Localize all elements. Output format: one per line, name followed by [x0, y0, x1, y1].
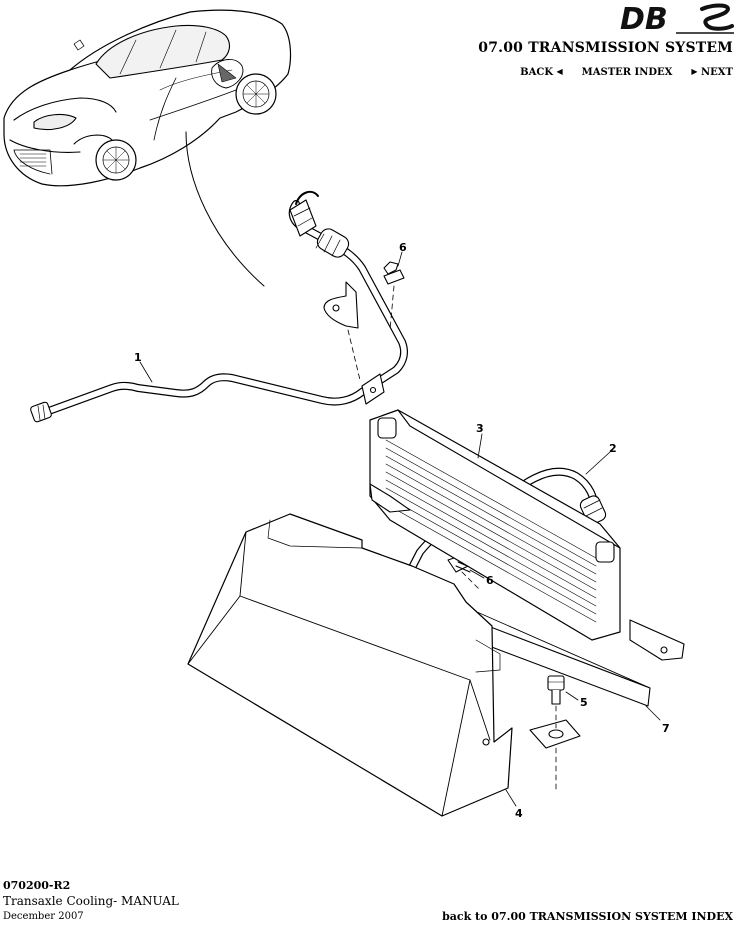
assembly-guide-lines: [347, 285, 557, 791]
triangle-right-icon: ▶: [691, 66, 698, 76]
callout-leaders: [139, 251, 661, 807]
dbs-logo: DB: [620, 2, 734, 36]
document-code: 070200-R2: [3, 879, 71, 892]
master-index-link[interactable]: MASTER INDEX: [581, 67, 673, 78]
back-label: BACK: [520, 67, 554, 78]
car-illustration: [3, 9, 292, 287]
triangle-left-icon: ◀: [556, 66, 563, 76]
callout-1: 1: [134, 351, 142, 364]
part-5-bolt: [529, 675, 581, 749]
next-button[interactable]: ▶ NEXT: [691, 66, 733, 78]
svg-text:DB: DB: [620, 2, 668, 36]
part-4-shield: [187, 513, 513, 817]
callout-4: 4: [515, 807, 523, 820]
section-title: 07.00 TRANSMISSION SYSTEM: [478, 40, 733, 56]
callout-3: 3: [476, 422, 484, 435]
callout-6-lower: 6: [486, 574, 494, 587]
callout-6-upper: 6: [399, 241, 407, 254]
part-1-cooling-pipe: [30, 190, 408, 423]
document-date: December 2007: [3, 911, 84, 922]
callout-7: 7: [662, 722, 670, 735]
part-3-oil-cooler: [369, 409, 685, 661]
back-button[interactable]: BACK ◀: [520, 66, 563, 78]
document-title: Transaxle Cooling- MANUAL: [3, 894, 179, 908]
next-label: NEXT: [701, 67, 733, 78]
nav-bar: BACK ◀ MASTER INDEX ▶ NEXT: [520, 66, 733, 78]
back-to-index-link[interactable]: back to 07.00 TRANSMISSION SYSTEM INDEX: [442, 910, 733, 923]
callout-2: 2: [609, 442, 617, 455]
part-6-bolt-upper: [383, 261, 405, 285]
callout-5: 5: [580, 696, 588, 709]
